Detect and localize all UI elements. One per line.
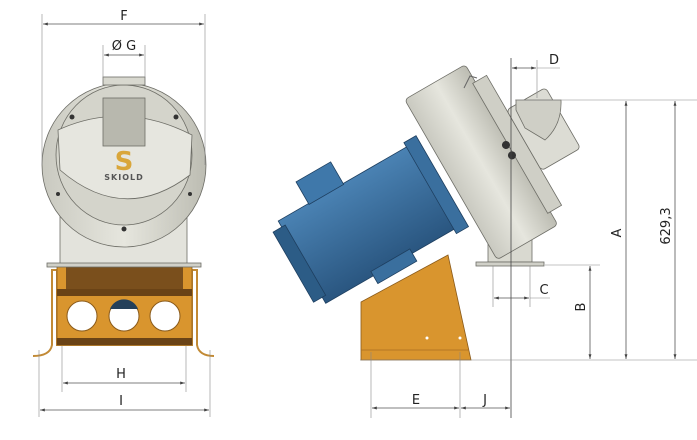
stand-hole bbox=[149, 300, 181, 332]
label-F: F bbox=[120, 9, 127, 24]
front-housing: S SKIOLD bbox=[41, 76, 207, 268]
label-E: E bbox=[412, 393, 420, 408]
svg-text:SKIOLD: SKIOLD bbox=[104, 173, 143, 182]
svg-text:S: S bbox=[115, 147, 134, 177]
label-J: J bbox=[482, 393, 487, 408]
side-view: D A 629,3 B C E J bbox=[272, 53, 697, 418]
dimension-G: Ø G bbox=[102, 39, 146, 78]
skiold-logo: S SKIOLD bbox=[104, 147, 143, 182]
label-A: A bbox=[610, 228, 625, 237]
front-stand bbox=[32, 264, 215, 357]
dimension-E: E bbox=[370, 352, 461, 418]
front-view: S SKIOLD F Ø G H I bbox=[32, 9, 215, 417]
label-G: Ø G bbox=[112, 39, 136, 54]
label-I: I bbox=[119, 394, 123, 409]
dimension-C: C bbox=[492, 266, 550, 307]
label-D: D bbox=[549, 53, 559, 68]
label-B: B bbox=[574, 303, 589, 312]
label-H: H bbox=[116, 367, 126, 382]
dimension-A: A bbox=[610, 101, 628, 359]
dimension-overall-height: 629,3 bbox=[659, 101, 677, 359]
label-overall-height: 629,3 bbox=[659, 207, 674, 244]
dimension-H: H bbox=[61, 346, 187, 392]
motor bbox=[272, 135, 470, 304]
dimension-F: F bbox=[41, 9, 206, 165]
dimension-D: D bbox=[511, 53, 560, 98]
inlet-elbow bbox=[515, 99, 562, 141]
dimension-B: B bbox=[574, 266, 592, 359]
label-C: C bbox=[539, 283, 548, 298]
dimension-I: I bbox=[38, 350, 211, 417]
stand-hole bbox=[66, 300, 98, 332]
dimension-J: J bbox=[461, 393, 510, 410]
